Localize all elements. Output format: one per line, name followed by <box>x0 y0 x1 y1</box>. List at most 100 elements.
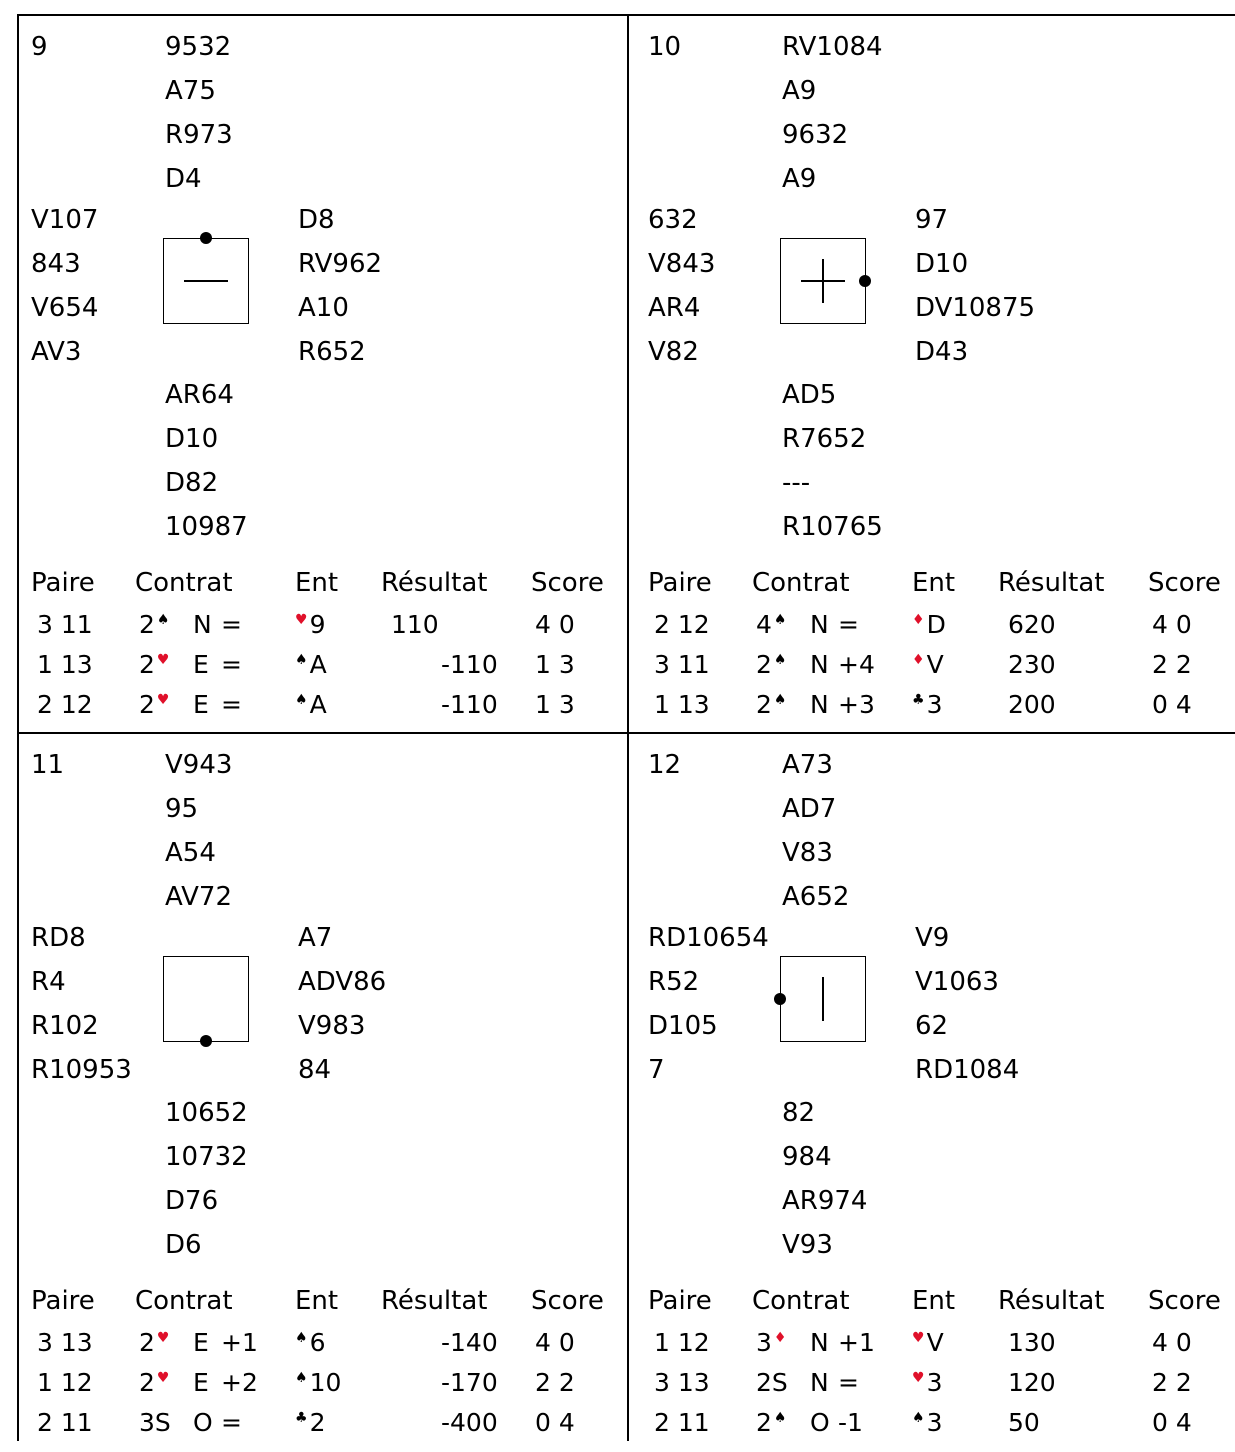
east-hand-line: 97 <box>915 205 949 235</box>
lead-suit-icon: ♠ <box>295 651 308 668</box>
result-tricks: +1 <box>221 1328 258 1357</box>
result-declarer: N <box>810 610 829 639</box>
dealer-dot <box>774 993 786 1005</box>
lead-suit-icon: ♥ <box>912 1369 925 1386</box>
result-contract: 2♠ <box>756 692 786 717</box>
contract-suit-icon: ♦ <box>773 1329 787 1346</box>
dealer-dot <box>200 1035 212 1047</box>
north-hand-line: A9 <box>782 76 817 106</box>
board-number: 12 <box>648 750 682 780</box>
result-contract: 2♠ <box>139 612 169 637</box>
result-lead: ♦V <box>912 652 944 677</box>
lead-suit-icon: ♦ <box>912 611 925 628</box>
lead-card: 3 <box>926 690 943 719</box>
result-tricks: = <box>221 610 242 639</box>
result-paire: 2 12 <box>37 690 93 719</box>
result-paire: 2 11 <box>654 1408 710 1437</box>
header-score: Score <box>1148 1286 1221 1316</box>
result-contract: 2♥ <box>139 692 169 717</box>
south-hand-line: AR64 <box>165 380 234 410</box>
lead-suit-icon: ♣ <box>912 691 925 708</box>
north-hand-line: D4 <box>165 164 202 194</box>
result-tricks: = <box>838 610 859 639</box>
result-matchpoints: 0 4 <box>1152 1408 1192 1437</box>
south-hand-line: D6 <box>165 1230 202 1260</box>
result-lead: ♠3 <box>912 1410 942 1435</box>
header-paire: Paire <box>648 568 712 598</box>
result-declarer: N <box>810 650 829 679</box>
result-tricks: -1 <box>838 1408 863 1437</box>
result-lead: ♠6 <box>295 1330 325 1355</box>
result-score-points: 120 <box>1008 1368 1056 1397</box>
contract-suit-icon: ♠ <box>156 611 170 628</box>
result-score-points: -110 <box>441 690 498 719</box>
result-declarer: N <box>810 1368 829 1397</box>
header-ent: Ent <box>912 1286 956 1316</box>
contract-level: 2 <box>756 690 772 719</box>
result-tricks: = <box>221 1408 242 1437</box>
result-declarer: E <box>193 650 209 679</box>
result-score-points: -110 <box>441 650 498 679</box>
east-hand-line: D8 <box>298 205 335 235</box>
result-matchpoints: 4 0 <box>1152 610 1192 639</box>
result-paire: 2 12 <box>654 610 710 639</box>
result-paire: 1 12 <box>37 1368 93 1397</box>
south-hand-line: V93 <box>782 1230 833 1260</box>
west-hand-line: V843 <box>648 249 716 279</box>
west-hand-line: R52 <box>648 967 700 997</box>
result-lead: ♥9 <box>295 612 325 637</box>
frame-top <box>17 14 1235 16</box>
north-hand-line: R973 <box>165 120 233 150</box>
result-lead: ♣3 <box>912 692 942 717</box>
contract-suit-icon: ♥ <box>156 691 170 708</box>
contract-level: 2 <box>139 610 155 639</box>
south-hand-line: D82 <box>165 468 219 498</box>
result-paire: 1 13 <box>654 690 710 719</box>
result-matchpoints: 1 3 <box>535 650 575 679</box>
lead-card: 9 <box>309 610 326 639</box>
result-declarer: N <box>193 610 212 639</box>
west-hand-line: R10953 <box>31 1055 132 1085</box>
header-contrat: Contrat <box>752 568 850 598</box>
result-contract: 2S <box>756 1370 788 1395</box>
result-tricks: +3 <box>838 690 875 719</box>
result-score-points: 620 <box>1008 610 1056 639</box>
south-hand-line: 10732 <box>165 1142 248 1172</box>
lead-suit-icon: ♥ <box>912 1329 925 1346</box>
header-paire: Paire <box>31 1286 95 1316</box>
north-hand-line: A54 <box>165 838 216 868</box>
vulnerability-line <box>184 280 228 282</box>
result-matchpoints: 0 4 <box>535 1408 575 1437</box>
north-hand-line: AV72 <box>165 882 232 912</box>
north-hand-line: A73 <box>782 750 833 780</box>
contract-level: 2 <box>756 650 772 679</box>
west-hand-line: RD10654 <box>648 923 769 953</box>
north-hand-line: 9532 <box>165 32 232 62</box>
west-hand-line: AR4 <box>648 293 701 323</box>
east-hand-line: A10 <box>298 293 349 323</box>
result-tricks: +1 <box>838 1328 875 1357</box>
header-paire: Paire <box>648 1286 712 1316</box>
west-hand-line: V107 <box>31 205 99 235</box>
result-paire: 3 13 <box>37 1328 93 1357</box>
header-resultat: Résultat <box>381 568 488 598</box>
result-score-points: 200 <box>1008 690 1056 719</box>
result-lead: ♠10 <box>295 1370 341 1395</box>
header-score: Score <box>531 568 604 598</box>
result-tricks: = <box>221 650 242 679</box>
lead-card: A <box>309 690 327 719</box>
result-matchpoints: 0 4 <box>1152 690 1192 719</box>
west-hand-line: RD8 <box>31 923 86 953</box>
contract-suit-icon: ♥ <box>156 1329 170 1346</box>
lead-card: 3 <box>926 1408 943 1437</box>
east-hand-line: V983 <box>298 1011 366 1041</box>
south-hand-line: D76 <box>165 1186 219 1216</box>
compass-box <box>163 956 249 1047</box>
result-declarer: N <box>810 1328 829 1357</box>
east-hand-line: R652 <box>298 337 366 367</box>
west-hand-line: V654 <box>31 293 99 323</box>
contract-suit-icon: ♠ <box>773 691 787 708</box>
